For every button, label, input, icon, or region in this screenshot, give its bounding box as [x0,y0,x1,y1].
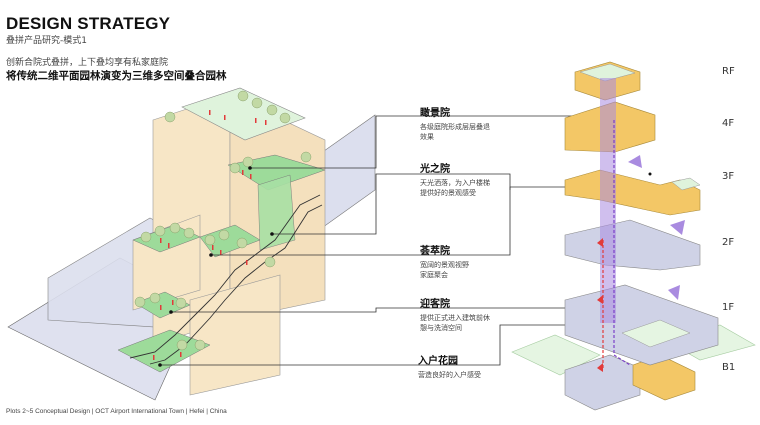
courtyard-label-overlook: 瞰景院 各级庭院形成层层叠退 效果 [420,104,490,142]
floor-label-1f: 1F [722,302,735,313]
people-icons [153,110,267,360]
3f-garden [671,177,701,191]
courtyard-name: 迎客院 [420,299,450,310]
courtyard-name: 荟萃院 [420,246,450,257]
leader-line-overlook [250,115,650,169]
1f-courtyard [621,319,691,348]
stair-ramp-edge [149,204,323,365]
courtyard-desc: 各级庭院形成层层叠退 [420,123,490,131]
courtyard-desc: 憩与洗消空间 [420,324,462,332]
vertical-shaft [600,78,616,323]
floor-label-2f: 2F [722,237,735,248]
courtyard-label-gather: 荟萃院 宽阔的景观视野 家庭聚会 [420,242,469,280]
roof-garden [181,87,306,141]
floor-label-3f: 3F [722,171,735,182]
stair-ramp [129,194,321,359]
intro-headline: 将传统二维平面园林演变为三维多空间叠合园林 [6,70,227,82]
page-subtitle: 叠拼产品研究-模式1 [6,36,87,46]
courtyard-label-entry-garden: 入户花园 营造良好的入户感受 [418,352,481,380]
2f-volume [564,219,701,271]
courtyard-name: 入户花园 [418,356,458,367]
leader-line-welcome [171,307,668,313]
floor-label-4f: 4F [722,118,735,129]
courtyard-name: 光之院 [420,164,450,175]
courtyard-desc: 提供好的景观感受 [420,189,476,197]
courtyard-desc: 家庭聚会 [420,271,448,279]
b1-volume [564,354,641,411]
rf-garden [579,63,636,82]
intro-text: 创新合院式叠拼，上下叠均享有私家庭院 [6,58,169,68]
tree-icons [134,90,312,351]
courtyard-label-light: 光之院 天光洒落，为入户楼梯 提供好的景观感受 [420,160,490,198]
red-arrow-heads [597,238,603,372]
terrace-light [257,174,296,251]
entry-garden [117,329,211,373]
courtyard-desc: 营造良好的入户感受 [418,371,481,379]
b1-green-plate [511,334,601,376]
courtyard-desc: 宽阔的景观视野 [420,261,469,269]
terrace-mid [199,224,261,258]
footer-caption: Plots 2~5 Conceptual Design | OCT Airpor… [6,408,227,415]
3f-volume [564,169,701,216]
purple-stair-marks [628,155,685,300]
floor-label-rf: RF [722,66,735,77]
page-title: DESIGN STRATEGY [6,14,171,33]
courtyard-name: 瞰景院 [420,108,450,119]
courtyard-label-welcome: 迎客院 提供正式进入建筑前休 憩与洗消空间 [420,295,490,333]
purple-arrow-head [613,354,631,366]
courtyard-desc: 提供正式进入建筑前休 [420,314,490,322]
floor-label-b1: B1 [722,362,736,373]
leader-line-light [272,173,511,235]
courtyard-desc: 天光洒落，为入户楼梯 [420,179,490,187]
courtyard-desc: 效果 [420,133,434,141]
